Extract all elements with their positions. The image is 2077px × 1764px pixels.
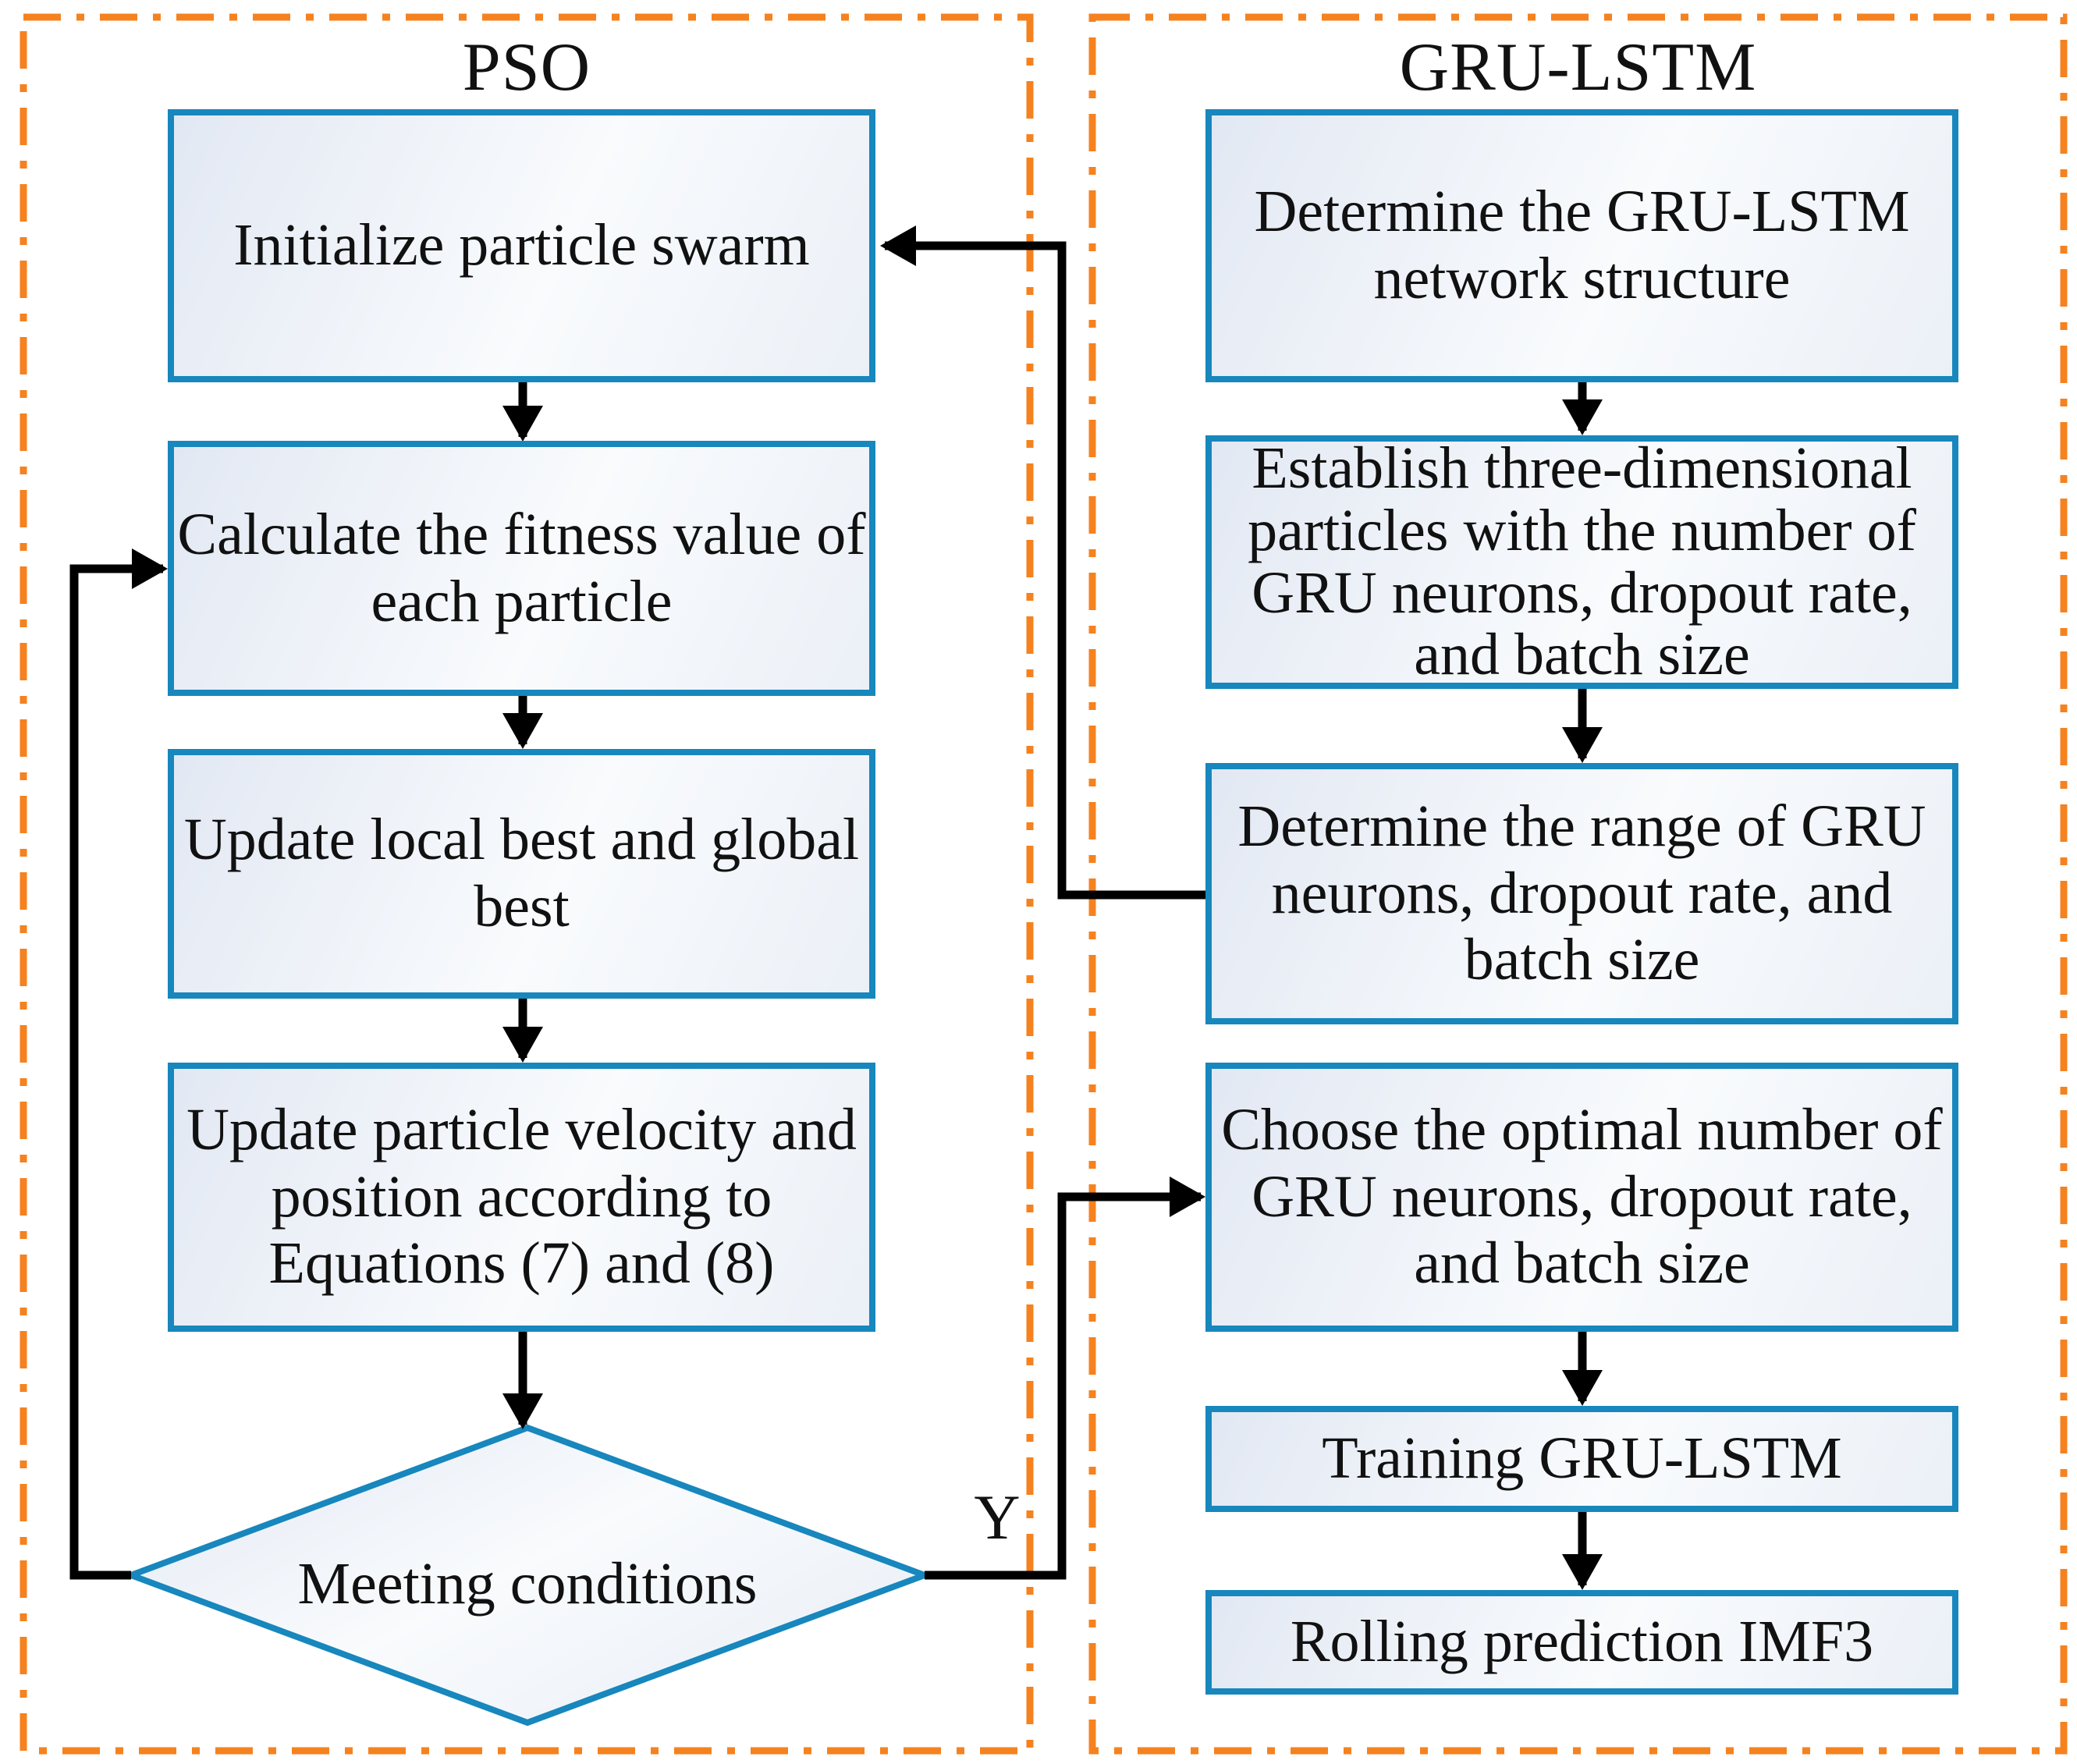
pso-step-initialize-label: Initialize particle swarm <box>233 212 810 279</box>
pso-title: PSO <box>23 22 1030 112</box>
meeting-conditions-label: Meeting conditions <box>297 1550 758 1617</box>
pso-step-fitness-label: Calculate the fitness value of each part… <box>177 501 866 634</box>
pso-step-initialize-box: Initialize particle swarm <box>168 109 875 382</box>
pso-title-text: PSO <box>462 29 591 105</box>
meeting-conditions-diamond <box>122 1424 934 1727</box>
gru-step-training-label: Training GRU-LSTM <box>1322 1425 1842 1492</box>
gru-step-structure-label: Determine the GRU-LSTM network structure <box>1254 179 1910 311</box>
pso-step-fitness-box: Calculate the fitness value of each part… <box>168 441 875 696</box>
gru-lstm-panel-border <box>1088 13 2068 1755</box>
gru-lstm-title: GRU-LSTM <box>1092 22 2064 112</box>
gru-step-range-label: Determine the range of GRU neurons, drop… <box>1237 793 1926 993</box>
pso-step-update-best-label: Update local best and global best <box>183 807 860 939</box>
gru-step-particles-label: Establish three-dimensional particles wi… <box>1248 435 1916 688</box>
decision-yes-text: Y <box>974 1482 1021 1553</box>
decision-yes-label: Y <box>950 1471 1044 1564</box>
gru-step-particles-box: Establish three-dimensional particles wi… <box>1205 435 1958 689</box>
gru-step-range-box: Determine the range of GRU neurons, drop… <box>1205 763 1958 1024</box>
gru-step-rolling-label: Rolling prediction IMF3 <box>1290 1609 1874 1675</box>
pso-step-update-velocity-label: Update particle velocity and position ac… <box>186 1096 857 1297</box>
gru-step-optimal-box: Choose the optimal number of GRU neurons… <box>1205 1063 1958 1332</box>
pso-step-update-velocity-box: Update particle velocity and position ac… <box>168 1063 875 1332</box>
connector-decision-yes-to-optimal <box>925 1177 1205 1580</box>
connector-range-to-initialize <box>880 225 1205 900</box>
gru-step-structure-box: Determine the GRU-LSTM network structure <box>1205 109 1958 382</box>
pso-panel-border <box>20 13 1034 1755</box>
connector-decision-loop-to-fitness <box>69 548 168 1580</box>
pso-step-update-best-box: Update local best and global best <box>168 749 875 999</box>
gru-step-rolling-box: Rolling prediction IMF3 <box>1205 1590 1958 1695</box>
gru-lstm-title-text: GRU-LSTM <box>1399 29 1757 105</box>
gru-step-optimal-label: Choose the optimal number of GRU neurons… <box>1221 1096 1943 1297</box>
meeting-conditions-label-wrap: Meeting conditions <box>215 1506 840 1662</box>
gru-step-training-box: Training GRU-LSTM <box>1205 1406 1958 1512</box>
